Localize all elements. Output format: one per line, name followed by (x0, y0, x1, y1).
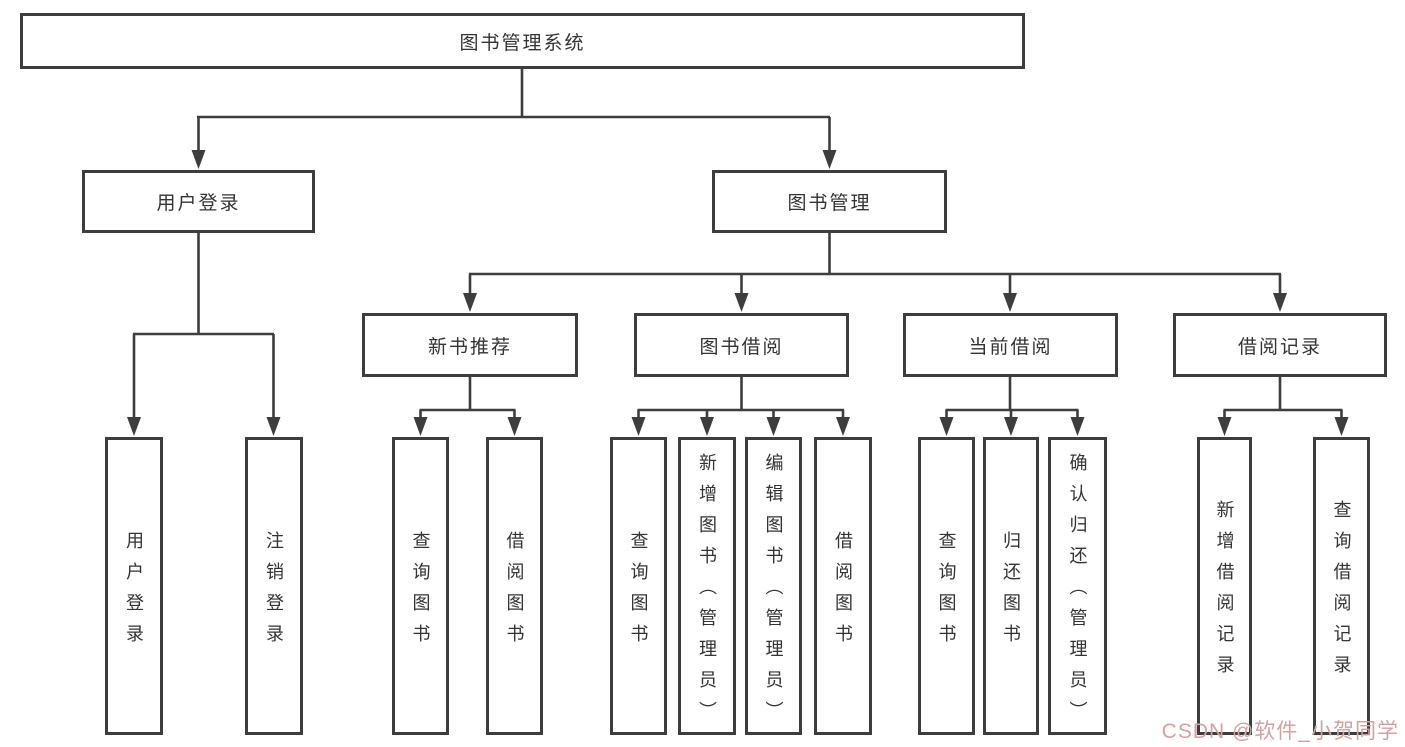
csdn-watermark: CSDN @软件_小贺同学 (1161, 720, 1399, 743)
node-current-borrowing: 当前借阅 (903, 313, 1118, 377)
node-book-management: 图书管理 (712, 170, 947, 233)
node-label: 确认归还（管理员） (1067, 453, 1088, 732)
node-label: 归还图书 (1001, 530, 1021, 655)
leaf-borrow-books-recommend: 借阅图书 (486, 437, 543, 735)
leaf-query-borrow-record: 查询借阅记录 (1313, 437, 1370, 735)
node-book-borrowing: 图书借阅 (634, 313, 849, 377)
node-label: 查询图书 (410, 530, 431, 655)
node-label: 新书推荐 (427, 336, 512, 358)
node-label: 借阅图书 (504, 530, 525, 655)
leaf-borrow-books: 借阅图书 (814, 437, 872, 735)
leaf-query-books-current: 查询图书 (918, 437, 975, 735)
node-new-book-recommend: 新书推荐 (362, 313, 578, 377)
node-label: 图书管理系统 (459, 32, 586, 54)
node-label: 借阅图书 (833, 530, 853, 655)
node-label: 新增借阅记录 (1214, 499, 1235, 686)
leaf-edit-books-admin: 编辑图书（管理员） (745, 437, 802, 735)
leaf-confirm-return-admin: 确认归还（管理员） (1048, 437, 1107, 735)
leaf-query-books-recommend: 查询图书 (392, 437, 449, 735)
node-label: 查询借阅记录 (1331, 499, 1352, 686)
node-label: 图书管理 (787, 193, 872, 214)
node-label: 查询图书 (936, 530, 957, 655)
leaf-add-books-admin: 新增图书（管理员） (678, 437, 736, 735)
node-label: 编辑图书（管理员） (763, 453, 784, 732)
node-label: 当前借阅 (968, 336, 1053, 358)
leaf-user-login: 用户登录 (105, 437, 163, 735)
leaf-query-books-borrowing: 查询图书 (610, 437, 667, 735)
leaf-add-borrow-record: 新增借阅记录 (1197, 437, 1252, 735)
node-label: 用户登录 (156, 193, 241, 214)
node-borrowing-records: 借阅记录 (1173, 313, 1387, 377)
leaf-return-books: 归还图书 (983, 437, 1039, 735)
leaf-logout: 注销登录 (245, 437, 303, 735)
node-user-login: 用户登录 (82, 170, 315, 233)
node-label: 用户登录 (124, 530, 144, 655)
node-label: 查询图书 (628, 530, 649, 655)
node-label: 图书借阅 (699, 336, 784, 358)
node-root-system: 图书管理系统 (20, 13, 1025, 69)
node-label: 新增图书（管理员） (697, 453, 717, 732)
node-label: 注销登录 (264, 530, 284, 655)
node-label: 借阅记录 (1237, 336, 1322, 358)
